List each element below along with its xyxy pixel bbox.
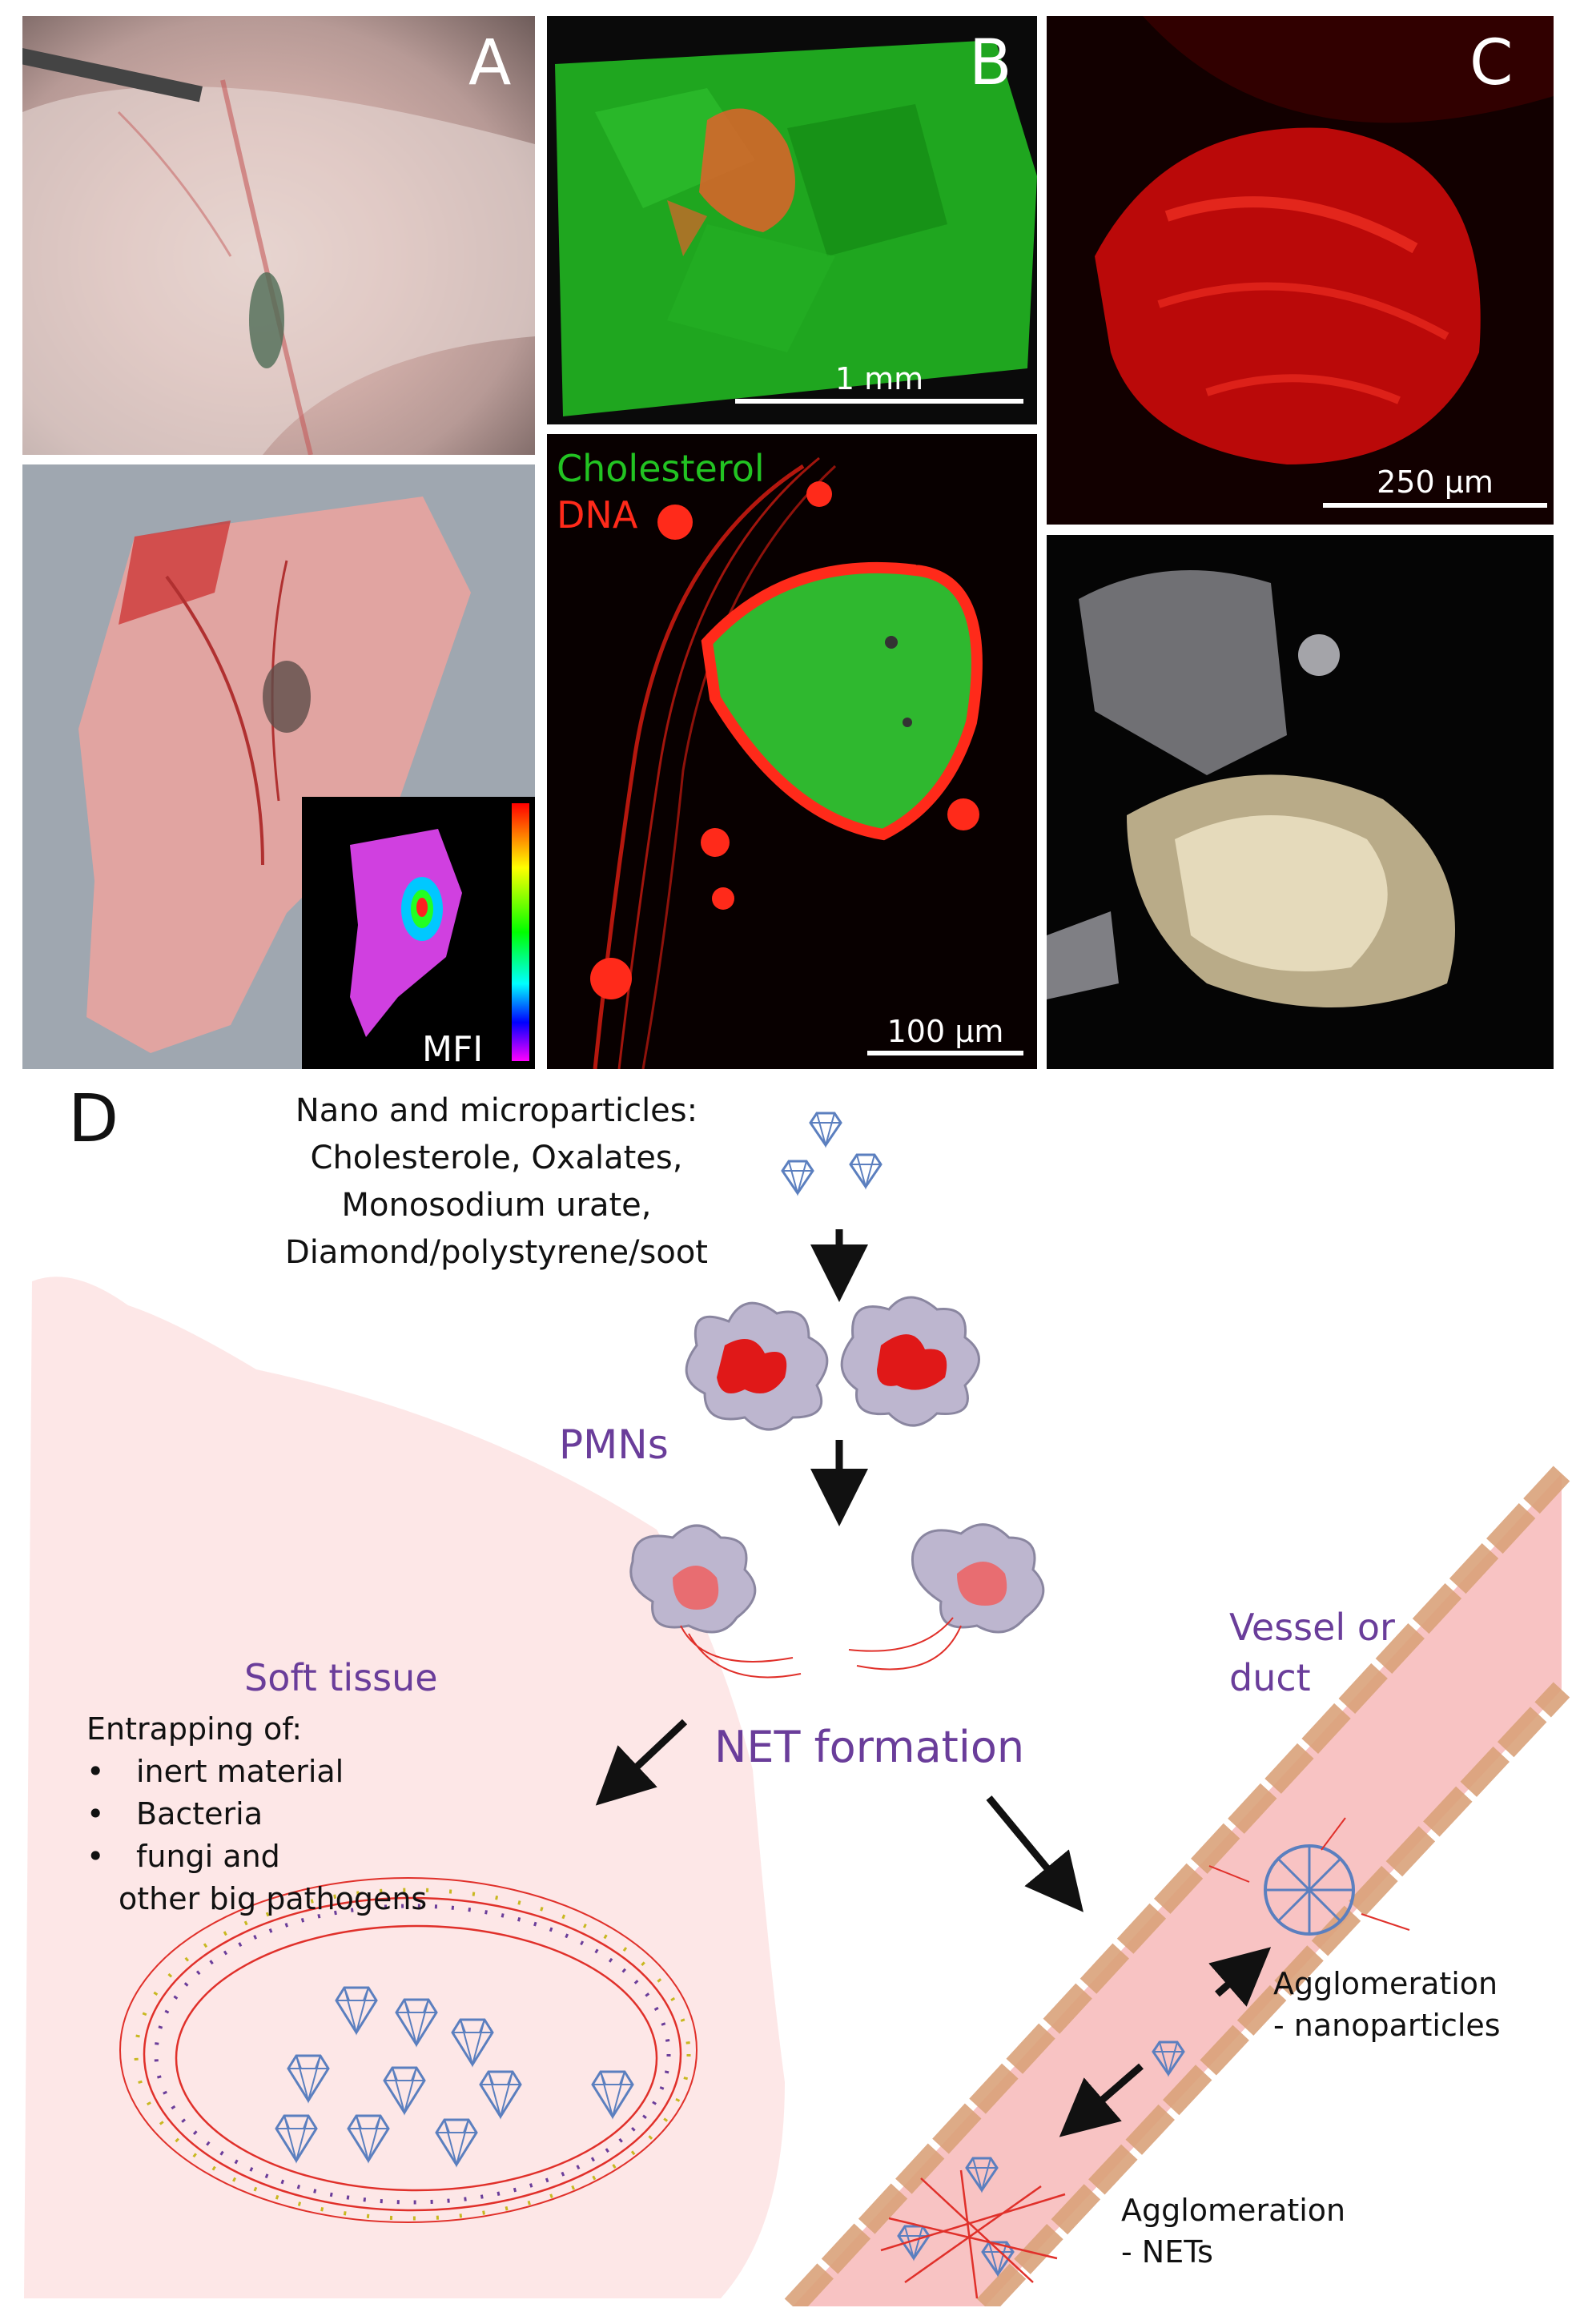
polarized-crystal-drawing — [1047, 570, 1455, 1007]
mfi-heatmap-drawing — [350, 803, 529, 1061]
panel-a-label: A — [468, 27, 512, 99]
panel-d-label: D — [68, 1081, 119, 1157]
agg-nano-line-2: - nanoparticles — [1273, 2008, 1501, 2043]
bullet: • — [86, 1796, 105, 1831]
vessel-label-line-2: duct — [1229, 1656, 1311, 1699]
entrapping-item-2: • Bacteria — [86, 1796, 263, 1831]
net-cholesterol-drawing — [590, 456, 983, 1069]
panel-c-top-image: 250 µm — [1047, 16, 1554, 525]
tissue-sample-drawing — [78, 497, 471, 1053]
panel-d-diagram — [24, 1112, 1570, 2306]
mfi-label: MFI — [422, 1029, 484, 1069]
entrapping-item-text: Bacteria — [136, 1796, 263, 1831]
entrapping-item-3-cont: other big pathogens — [119, 1881, 428, 1916]
agg-nets-line-2: - NETs — [1121, 2234, 1213, 2270]
entrapping-item-text: inert material — [136, 1754, 344, 1789]
entrapping-item-1: • inert material — [86, 1754, 344, 1789]
scalebar-1mm-label: 1 mm — [834, 361, 924, 396]
panel-c-bottom-image — [1047, 535, 1554, 1069]
pmn-cell-left — [685, 1301, 829, 1431]
soft-tissue-area — [24, 1277, 785, 2298]
particles-line-2: Monosodium urate, — [341, 1187, 652, 1224]
panel-c-label: C — [1469, 27, 1514, 99]
entrapping-item-text: fungi and — [136, 1839, 280, 1874]
panel-a-top-photo — [22, 16, 535, 455]
scalebar-100um-label: 100 µm — [886, 1014, 1004, 1049]
entrapping-item-3: • fungi and — [86, 1839, 280, 1874]
pmn-cell-right — [840, 1296, 980, 1427]
net-mesh-soft-tissue — [119, 1877, 698, 2223]
net-cell-right — [848, 1523, 1045, 1671]
agg-nano-line-1: Agglomeration — [1273, 1966, 1498, 2001]
soft-tissue-label: Soft tissue — [244, 1656, 438, 1699]
mfi-heatmap-inset: MFI — [302, 797, 535, 1069]
panel-b-label: B — [969, 27, 1012, 99]
scalebar-250um — [1323, 503, 1547, 508]
particles-line-1: Cholesterole, Oxalates, — [310, 1140, 683, 1176]
panel-b-bottom-image: Cholesterol DNA 100 µm — [547, 434, 1037, 1069]
vessel-duct — [784, 1466, 1570, 2306]
nanoparticle-agglomerate — [1208, 1817, 1410, 1936]
vessel-label-line-1: Vessel or — [1229, 1606, 1395, 1649]
scalebar-250um-label: 250 µm — [1377, 464, 1494, 500]
particles-line-3: Diamond/polystyrene/soot — [284, 1234, 708, 1271]
bullet: • — [86, 1839, 105, 1874]
entrapping-title: Entrapping of: — [86, 1711, 303, 1747]
net-agglomerate — [880, 2169, 1066, 2299]
dna-fluorescence-drawing — [1095, 16, 1554, 464]
particles-title: Nano and microparticles: — [295, 1092, 698, 1129]
legend-cholesterol: Cholesterol — [557, 447, 765, 490]
legend-dna: DNA — [557, 493, 638, 537]
net-cell-left — [629, 1524, 802, 1679]
bullet: • — [86, 1754, 105, 1789]
pmns-label: PMNs — [559, 1421, 669, 1468]
scalebar-1mm — [735, 399, 1023, 404]
agg-nets-line-1: Agglomeration — [1121, 2193, 1346, 2228]
cholesterol-crystal-drawing — [555, 40, 1037, 416]
panel-b-top-image: 1 mm — [547, 16, 1037, 424]
tissue-membrane-drawing — [22, 48, 535, 455]
net-formation-label: NET formation — [714, 1722, 1025, 1772]
scalebar-100um — [867, 1051, 1023, 1055]
